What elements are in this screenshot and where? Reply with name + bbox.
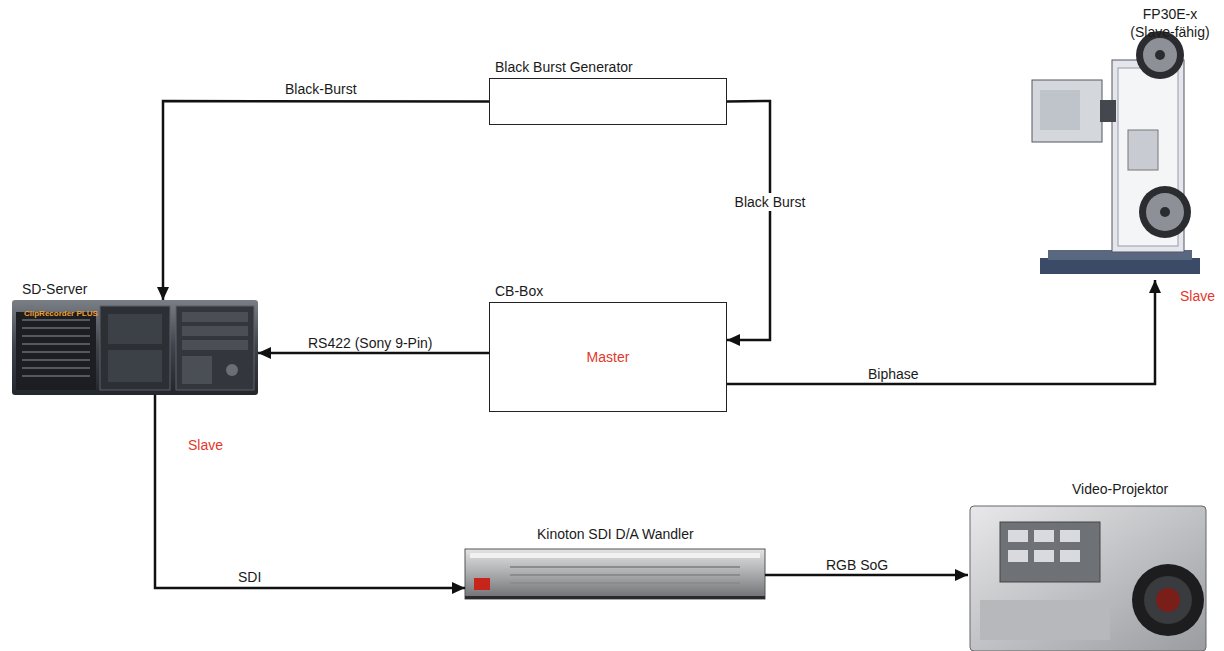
text-slot: Black-Burst <box>285 80 357 98</box>
text-slot: Video-Projektor <box>1072 480 1168 498</box>
device-heading: SD-Server <box>22 281 87 297</box>
text-slot: Biphase <box>868 365 919 383</box>
text-slot: Kinoton SDI D/A Wandler <box>537 525 694 543</box>
signal-connector <box>163 101 489 300</box>
text-slot: Black Burst Generator <box>495 58 633 76</box>
device-heading: Black Burst Generator <box>495 59 633 75</box>
device-heading: Kinoton SDI D/A Wandler <box>537 526 694 542</box>
video-projector-illustration <box>970 506 1206 651</box>
role-label: Slave <box>188 437 223 453</box>
device-outline <box>1030 40 1200 280</box>
device-heading: CB-Box <box>495 283 543 299</box>
text-slot: Slave <box>188 436 223 454</box>
signal-label: RGB SoG <box>826 557 888 573</box>
text-slot: SD-Server <box>22 280 87 298</box>
film-projector-illustration <box>1032 31 1200 274</box>
signal-label: Black Burst <box>733 193 808 211</box>
device-box <box>489 78 727 125</box>
device-node: Video-Projektor <box>960 480 1210 651</box>
text-slot: Slave <box>1180 287 1215 305</box>
signal-connector <box>765 574 968 577</box>
device-box: Master <box>489 302 727 412</box>
product-label: ClipRecorder PLUS <box>24 309 98 318</box>
device-heading: FP30E-x (Slave-fähig) <box>1130 6 1209 40</box>
device-node: SD-ServerSlave <box>10 278 260 458</box>
signal-connector <box>258 352 489 355</box>
server-illustration <box>12 300 258 395</box>
device-outline <box>465 547 765 600</box>
signal-connector <box>155 395 465 588</box>
signal-label: Biphase <box>868 366 919 382</box>
signal-label: SDI <box>238 569 261 585</box>
text-slot: RS422 (Sony 9-Pin) <box>308 334 433 352</box>
role-label: Master <box>587 349 630 366</box>
device-node: Kinoton SDI D/A Wandler <box>465 525 765 600</box>
device-node: FP30E-x (Slave-fähig) Slave <box>1015 5 1220 305</box>
device-heading: Video-Projektor <box>1072 481 1168 497</box>
text-slot: CB-Box <box>495 282 543 300</box>
role-label: Slave <box>1180 288 1215 304</box>
signal-connector <box>727 101 770 340</box>
device-outline <box>968 502 1208 651</box>
signal-label: RS422 (Sony 9-Pin) <box>308 335 433 351</box>
text-slot: SDI <box>238 568 261 586</box>
signal-label: Black-Burst <box>285 81 357 97</box>
device-node: Black Burst Generator <box>489 58 727 125</box>
device-node: Master CB-Box <box>489 282 727 412</box>
converter-illustration <box>465 549 765 599</box>
signal-connector <box>727 280 1155 384</box>
text-slot: ClipRecorder PLUS <box>24 302 98 320</box>
text-slot: RGB SoG <box>826 556 888 574</box>
text-slot: FP30E-x (Slave-fähig) <box>1122 5 1218 41</box>
text-slot: Black Burst <box>733 193 808 211</box>
